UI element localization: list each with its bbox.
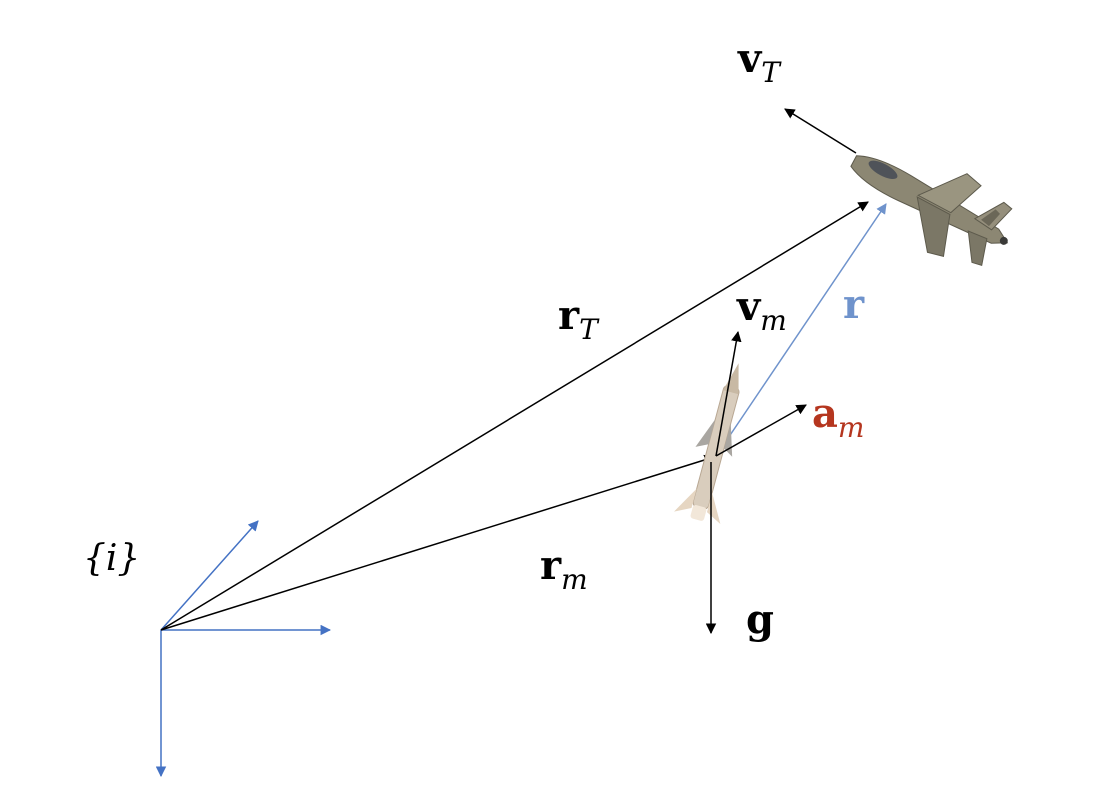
missile-icon <box>673 363 740 524</box>
missile-velocity-vector <box>715 330 742 457</box>
missile-position-vector <box>160 454 716 631</box>
inertial-frame <box>155 520 332 778</box>
frame-label: {i} <box>83 538 140 579</box>
missile-acceleration-label: am <box>812 390 864 444</box>
target-position-label: rT <box>558 292 600 346</box>
target-position-vector <box>160 201 869 631</box>
fighter-jet-icon <box>850 155 1013 266</box>
target-velocity-label: vT <box>737 35 782 89</box>
relative-position-label: r <box>843 281 865 328</box>
missile-velocity-label: vm <box>736 283 787 337</box>
relative-position-vector <box>715 203 887 457</box>
missile-position-label: rm <box>540 542 588 596</box>
missile-acceleration-vector <box>715 404 807 457</box>
target-velocity-vector <box>784 108 857 154</box>
frame-y-axis <box>160 520 259 631</box>
gravity-label: g <box>746 596 774 643</box>
